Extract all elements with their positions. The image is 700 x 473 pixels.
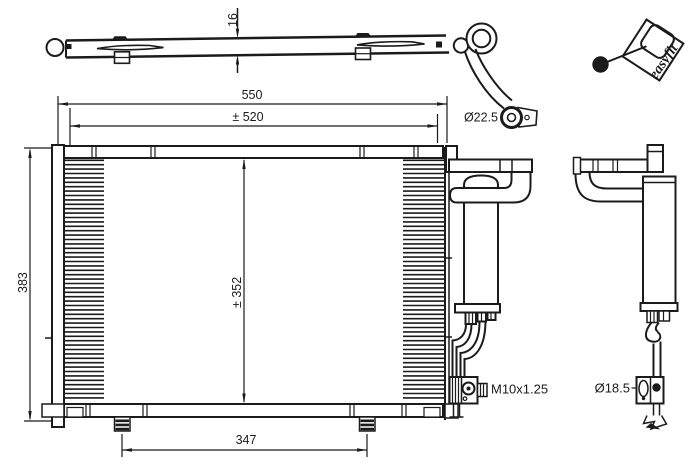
dim-label-347: 347 — [236, 433, 257, 447]
condenser-front — [41, 144, 459, 432]
dim-label-m10: M10x1.25 — [491, 382, 548, 397]
dim-520: ± 520 — [69, 108, 439, 150]
side-top-stub — [646, 144, 664, 173]
dim-347: 347 — [121, 433, 368, 457]
inlet-pipe — [464, 51, 505, 110]
top-header-divisions — [91, 146, 419, 158]
top-tab-left — [112, 36, 128, 40]
o185-fitting: Ø18.5 — [595, 376, 665, 405]
bottom-left-cap — [41, 403, 65, 418]
dim-550: 550 — [57, 88, 448, 150]
drier-bottom-fittings — [464, 311, 497, 325]
lens-right — [356, 40, 425, 47]
dim-label-16: 16 — [226, 13, 240, 27]
side-view: Ø18.5 — [572, 144, 679, 431]
fin-field-left — [64, 159, 104, 399]
wrench-icon — [592, 24, 675, 73]
easyfit-logo: easyfit — [592, 18, 685, 82]
drier-body — [463, 174, 499, 307]
dim-352: ± 352 — [230, 159, 246, 404]
drier-bottom-flange — [454, 303, 501, 314]
side-bottom-fittings — [646, 310, 671, 324]
dim-label-352: ± 352 — [230, 277, 244, 308]
left-end-ring — [45, 38, 65, 57]
drier-outlet-pipes — [451, 320, 487, 377]
lens-left — [96, 44, 164, 51]
right-side-plate — [444, 147, 459, 420]
dim-label-520: ± 520 — [232, 110, 263, 124]
receiver-drier-front: M10x1.25 — [445, 145, 548, 418]
side-bottom-foot — [642, 403, 668, 431]
dim-label-383: 383 — [16, 272, 30, 293]
inlet-pipe-assembly: Ø22.5 — [464, 22, 538, 129]
m10-fitting: M10x1.25 — [448, 376, 548, 418]
dim-383: 383 — [16, 147, 54, 422]
bottom-header — [63, 403, 444, 418]
top-header — [63, 145, 444, 159]
dim-thickness-16: 16 — [226, 8, 240, 73]
side-pipe-elbow — [574, 173, 646, 203]
drier-bracket — [448, 158, 533, 173]
bottom-header-divisions — [85, 404, 407, 417]
top-tab-right — [355, 33, 371, 37]
top-view: Ø22.5 16 — [45, 8, 538, 129]
drier-top-pipe — [448, 171, 532, 204]
fin-field-right — [403, 159, 445, 399]
mounting-feet — [113, 416, 376, 432]
front-view: 550 ± 520 383 ± 352 — [16, 88, 548, 457]
dim-label-o185: Ø18.5 — [595, 381, 630, 396]
drier-body-side — [642, 175, 677, 304]
left-tank — [51, 144, 65, 428]
side-bottom-flange — [639, 302, 679, 312]
dim-label-550: 550 — [242, 88, 263, 102]
condenser-top-profile — [45, 33, 470, 65]
dim-label-inlet-diameter: Ø22.5 — [464, 111, 498, 125]
side-hook-pipe — [644, 321, 662, 377]
easyfit-square — [621, 18, 685, 82]
